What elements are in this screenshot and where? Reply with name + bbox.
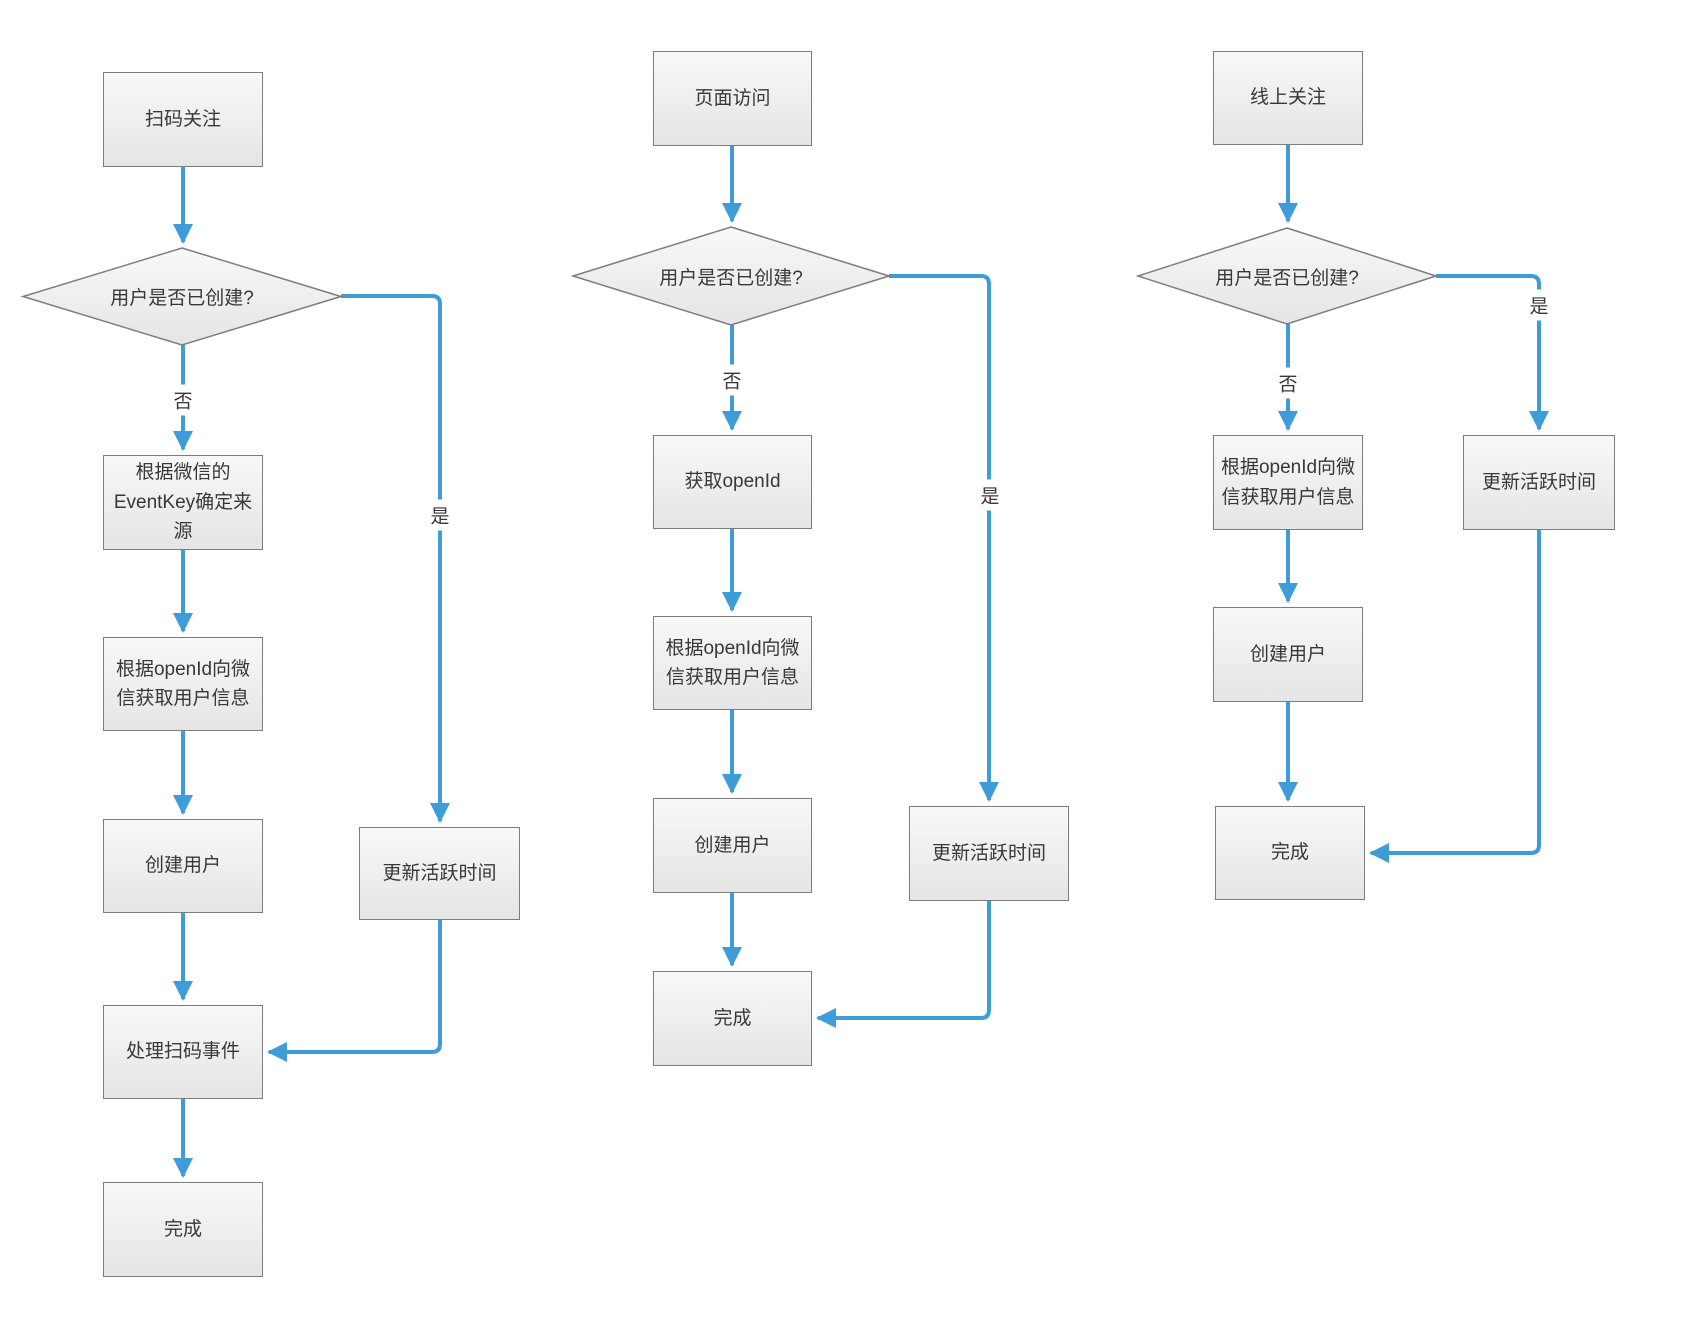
decision-shape-scan: [20, 247, 344, 346]
connector-online-decision-yes: [1436, 274, 1549, 431]
node-page-update: 更新活跃时间: [909, 806, 1069, 901]
node-scan-done: 完成: [103, 1182, 263, 1277]
connector-scan-update-handle: [267, 920, 442, 1062]
label-scan-no: 否: [169, 384, 197, 416]
node-scan-update: 更新活跃时间: [359, 827, 520, 920]
node-online-create: 创建用户: [1213, 607, 1363, 702]
label-scan-yes: 是: [426, 499, 454, 531]
node-scan-create: 创建用户: [103, 819, 263, 913]
node-scan-handle: 处理扫码事件: [103, 1005, 263, 1099]
connector-page-update-done: [816, 901, 991, 1028]
connector-scan-decision-yes: [341, 294, 450, 823]
node-page-fetch: 根据openId向微信获取用户信息: [653, 616, 812, 710]
label-online-no: 否: [1274, 367, 1302, 399]
node-page-start: 页面访问: [653, 51, 812, 146]
node-online-done: 完成: [1215, 806, 1365, 900]
node-scan-start: 扫码关注: [103, 72, 263, 167]
node-online-start: 线上关注: [1213, 51, 1363, 145]
label-online-yes: 是: [1525, 289, 1553, 321]
node-page-create: 创建用户: [653, 798, 812, 893]
node-page-done: 完成: [653, 971, 812, 1066]
label-page-no: 否: [718, 364, 746, 396]
connector-online-update-done: [1369, 530, 1541, 863]
node-online-update: 更新活跃时间: [1463, 435, 1615, 530]
decision-shape-page: [570, 226, 892, 326]
decision-shape-online: [1135, 227, 1439, 325]
node-page-openid: 获取openId: [653, 435, 812, 529]
node-scan-source: 根据微信的EventKey确定来源: [103, 455, 263, 550]
node-scan-fetch: 根据openId向微信获取用户信息: [103, 637, 263, 731]
node-online-fetch: 根据openId向微信获取用户信息: [1213, 435, 1363, 530]
connector-page-decision-yes: [889, 274, 999, 802]
label-page-yes: 是: [976, 479, 1004, 511]
